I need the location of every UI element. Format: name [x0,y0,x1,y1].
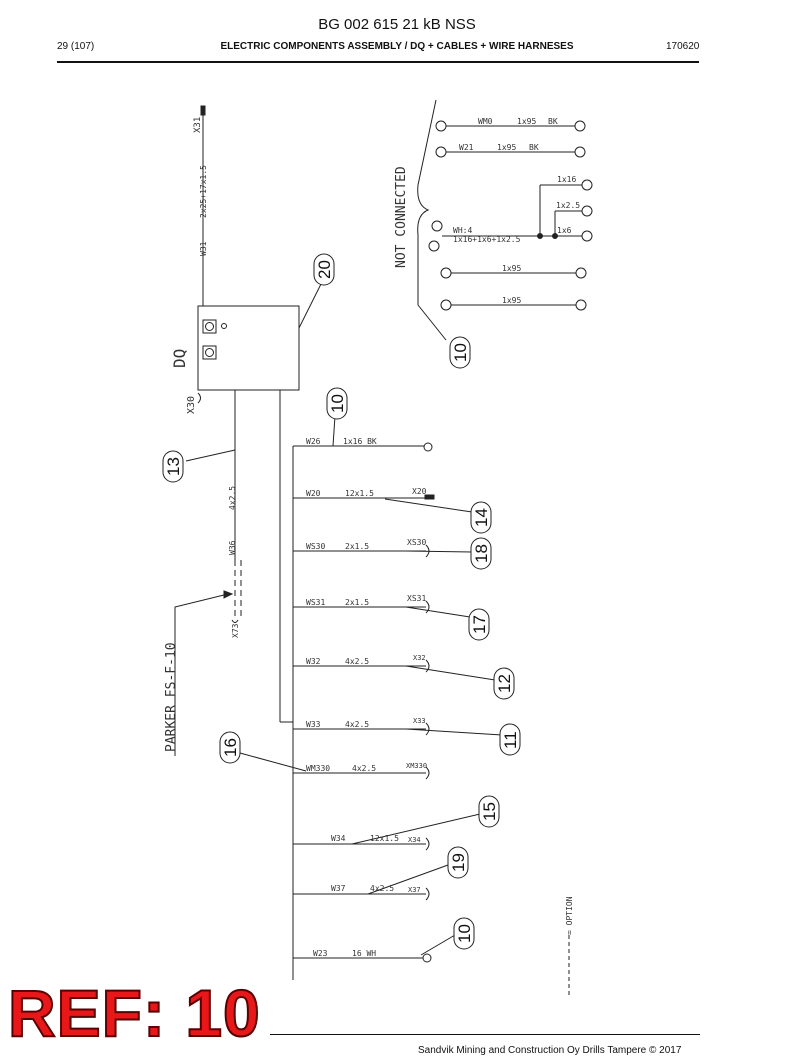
label-w31: W31 [199,241,208,256]
label-wm0: WM0 [478,117,493,126]
label-x30: X30 [186,396,197,414]
label-ws30: WS30 [306,542,325,551]
label-ws31-spec: 2x1.5 [345,598,369,607]
balloon-18: 18 [472,544,491,563]
label-x33: X33 [413,717,426,725]
balloon-10-not-connected: 10 [451,343,470,362]
label-wm0-color: BK [548,117,558,126]
label-xm330: XM330 [406,762,427,770]
balloon-16: 16 [221,738,240,757]
balloon-10-bottom: 10 [455,924,474,943]
header-rule [57,61,699,63]
label-w21-color: BK [529,143,539,152]
document-title: BG 002 615 21 kB NSS [318,16,476,33]
connector-x31 [200,105,206,116]
label-1x95-b: 1x95 [502,296,521,305]
label-wh4: WH:4 [453,226,472,235]
footer-rule [270,1034,700,1035]
label-1x16: 1x16 [557,175,576,184]
label-w34: W34 [331,834,346,843]
label-w21: W21 [459,143,474,152]
ref-stamp: REF: 10 [7,976,261,1050]
label-w20: W20 [306,489,321,498]
connector-x30 [197,392,201,404]
balloon-20: 20 [315,260,334,279]
label-x31: X31 [193,117,203,133]
label-top-spec: 2x25+17x1.5 [199,165,208,218]
option-legend: = OPTION [565,896,574,935]
not-connected-bracket [417,99,447,341]
label-w33-spec: 4x2.5 [345,720,369,729]
balloon-17: 17 [470,615,489,634]
balloon-11: 11 [501,731,520,749]
label-w26: W26 [306,437,321,446]
label-xs31: XS31 [407,594,426,603]
balloon-14: 14 [472,508,491,527]
not-connected-label: NOT CONNECTED [394,166,409,268]
label-w37-spec: 4x2.5 [370,884,394,893]
label-w21-spec: 1x95 [497,143,516,152]
label-1x2-5: 1x2.5 [556,201,580,210]
label-x73: X73 [231,623,240,638]
balloon-15: 15 [480,802,499,821]
label-w37: W37 [331,884,346,893]
balloon-13: 13 [164,457,183,476]
label-1x95-a: 1x95 [502,264,521,273]
label-w34-spec: 12x1.5 [370,834,399,843]
label-w20-spec: 12x1.5 [345,489,374,498]
label-x32: X32 [413,654,426,662]
label-x20: X20 [412,487,427,496]
label-w26-spec: 1x16 BK [343,437,377,446]
label-w33: W33 [306,720,321,729]
balloon-12: 12 [495,674,514,693]
label-wm330: WM330 [306,764,330,773]
label-x37: X37 [408,886,421,894]
label-w23: W23 [313,949,328,958]
footer-copyright: Sandvik Mining and Construction Oy Drill… [418,1045,682,1056]
label-ws30-spec: 2x1.5 [345,542,369,551]
balloon-10-top: 10 [328,394,347,413]
label-w32: W32 [306,657,321,666]
label-w36-spec: 4x2.5 [228,486,237,510]
label-dq: DQ [170,349,189,368]
label-1x6: 1x6 [557,226,572,235]
page-number: 29 (107) [57,41,95,52]
label-w36: W36 [228,540,237,555]
balloon-19: 19 [449,853,468,872]
label-ws31: WS31 [306,598,325,607]
label-w32-spec: 4x2.5 [345,657,369,666]
label-wm330-spec: 4x2.5 [352,764,376,773]
label-w23-spec: 16 WH [352,949,376,958]
dq-socket-lower [202,345,217,360]
label-x34: X34 [408,836,421,844]
label-xs30: XS30 [407,538,426,547]
label-wm0-spec: 1x95 [517,117,536,126]
dq-socket-upper [202,319,217,334]
section-title: ELECTRIC COMPONENTS ASSEMBLY / DQ + CABL… [220,41,574,52]
dq-indicator [221,323,227,329]
document-date: 170620 [666,41,700,52]
dq-box [197,305,300,391]
label-parker: PARKER FS-F-10 [164,642,179,752]
label-wh4-spec: 1x16+1x6+1x2.5 [453,235,521,244]
